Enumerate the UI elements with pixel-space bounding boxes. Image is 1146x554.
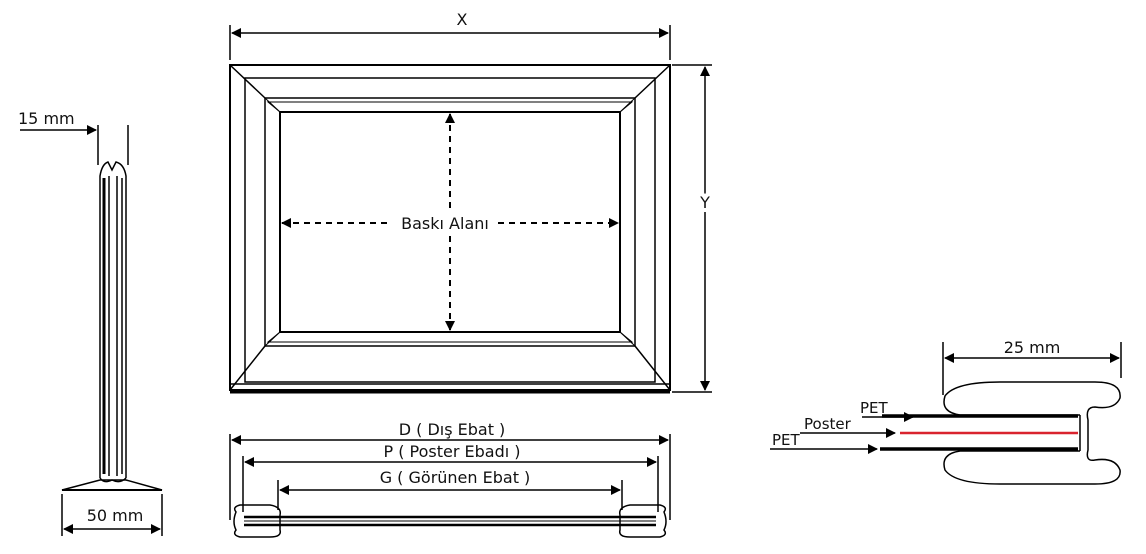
section-profile: [233, 504, 667, 538]
height-dimension: [672, 64, 712, 393]
height-label: Y: [699, 193, 710, 212]
frame-inner-bottom-edge: [266, 331, 634, 343]
front-view: [229, 64, 671, 394]
frame-miter-bl: [229, 345, 266, 391]
profile-body: [943, 381, 1121, 485]
print-area-label: Baskı Alanı: [401, 214, 489, 233]
section-dimensions: [229, 434, 671, 520]
frame-miter-br-inner: [619, 331, 636, 347]
side-view: [20, 125, 163, 536]
frame-miter-tl-inner: [264, 97, 281, 113]
depth-label: 25 mm: [1004, 338, 1061, 357]
visible-size-label: G ( Görünen Ebat ): [380, 468, 531, 487]
frame-bevel-outer: [244, 77, 656, 383]
frame-miter-tl: [229, 64, 266, 99]
profile-detail: [770, 342, 1122, 485]
poster-layer-label: Poster: [804, 415, 852, 433]
frame-miter-tr: [634, 64, 671, 99]
frame-outer-edge: [229, 64, 671, 391]
section-clip-left: [233, 504, 282, 538]
width-label: X: [457, 10, 468, 29]
side-profile-outer: [99, 161, 127, 478]
outer-size-label: D ( Dış Ebat ): [399, 420, 506, 439]
width-dimension: [229, 25, 671, 60]
section-clip-right: [618, 504, 667, 538]
frame-miter-br: [634, 345, 671, 391]
base-width-label: 50 mm: [87, 506, 144, 525]
pet-top-label: PET: [860, 399, 889, 417]
side-base-foot: [61, 479, 163, 491]
print-area-arrows: [281, 113, 619, 331]
poster-size-label: P ( Poster Ebadı ): [383, 442, 520, 461]
frame-miter-tr-inner: [619, 97, 636, 113]
thickness-label: 15 mm: [18, 109, 75, 128]
frame-miter-bl-inner: [264, 331, 281, 347]
pet-bottom-label: PET: [772, 431, 801, 449]
frame-inner-top-edge: [266, 101, 634, 113]
